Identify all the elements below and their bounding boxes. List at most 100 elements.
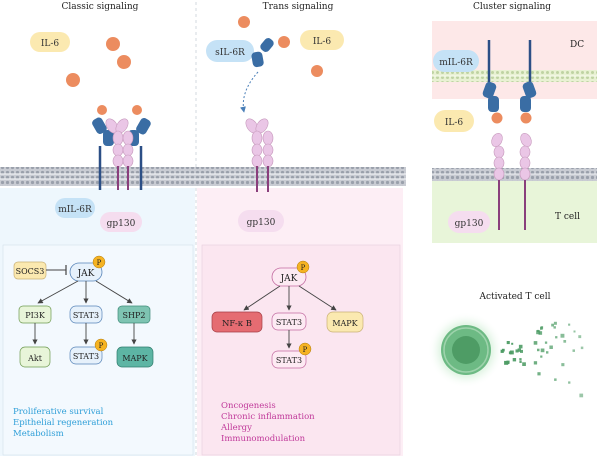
t-cell-label: T cell — [555, 212, 580, 222]
akt-node — [19, 346, 51, 368]
cytokine-particle — [511, 342, 514, 345]
cytokine-spray — [500, 321, 584, 398]
effect-item: Allergy — [220, 423, 252, 433]
dc-membrane — [432, 70, 597, 82]
cytokine-particle — [522, 362, 526, 366]
il6-chip-classic: IL-6 — [30, 32, 70, 52]
cytokine-particle — [579, 393, 584, 398]
svg-text:mIL-6R: mIL-6R — [58, 205, 92, 215]
cytokine-particle — [568, 381, 571, 384]
il6-molecule — [106, 37, 120, 51]
svg-text:P: P — [99, 342, 104, 350]
effect-item: Chronic inflammation — [221, 412, 315, 422]
activated-t-cell — [428, 312, 504, 388]
effect-item: Oncogenesis — [221, 401, 276, 411]
effect-item: Metabolism — [13, 429, 64, 439]
phospho-badge — [94, 338, 108, 352]
svg-text:MAPK: MAPK — [122, 354, 148, 363]
mapk-node-trans — [326, 311, 364, 333]
svg-text:sIL-6R: sIL-6R — [215, 48, 245, 58]
svg-text:P: P — [303, 346, 308, 354]
cytokine-particle — [519, 360, 522, 363]
svg-text:P: P — [301, 264, 306, 272]
il6-molecule — [117, 55, 131, 69]
svg-text:PI3K: PI3K — [25, 311, 46, 320]
cytokine-particle — [572, 349, 575, 352]
nfkb-node — [211, 311, 263, 333]
svg-text:STAT3: STAT3 — [73, 311, 99, 320]
cytokine-particle — [508, 351, 512, 355]
cytokine-particle — [546, 351, 549, 354]
cytokine-particle — [551, 323, 554, 327]
cytokine-particle — [568, 323, 571, 326]
phospho-badge — [298, 342, 312, 356]
cytokine-particle — [509, 350, 514, 355]
svg-text:gp130: gp130 — [107, 219, 136, 229]
classic-pathway: SOCS3 JAK P PI3K STAT3 SHP2 Akt STAT3 P … — [13, 255, 154, 368]
il6-chip-cluster: IL-6 — [434, 110, 474, 132]
cytokine-particle — [544, 341, 548, 344]
classic-receptor-complex — [92, 105, 151, 190]
svg-text:STAT3: STAT3 — [73, 352, 99, 361]
il6-molecule — [66, 73, 80, 87]
activated-t-cell-label: Activated T cell — [478, 292, 550, 302]
cytokine-particle — [553, 326, 556, 329]
cytokine-particle — [518, 344, 523, 349]
svg-text:gp130: gp130 — [455, 219, 484, 229]
gp130-chip-trans: gp130 — [238, 210, 284, 232]
cytokine-particle — [554, 378, 557, 381]
gp130-chip-classic: gp130 — [100, 212, 142, 232]
cytokine-particle — [520, 349, 523, 353]
il6-molecule — [238, 16, 250, 28]
cytokine-particle — [506, 361, 509, 365]
phospho-badge — [92, 255, 106, 269]
cytokine-particle — [560, 333, 565, 338]
svg-text:gp130: gp130 — [247, 218, 276, 228]
cytokine-particle — [580, 346, 584, 350]
cytokine-particle — [517, 348, 521, 352]
gp130-chip-cluster: gp130 — [448, 211, 490, 233]
cytokine-particle — [519, 358, 522, 361]
trans-title: Trans signaling — [263, 2, 334, 12]
sil6r-chip: sIL-6R — [206, 40, 254, 62]
stat3-p-node-classic — [69, 346, 103, 365]
classic-effects: Proliferative survival Epithelial regene… — [13, 407, 114, 439]
cytokine-particle — [500, 349, 504, 353]
svg-text:IL-6: IL-6 — [313, 37, 332, 47]
cytokine-particle — [504, 360, 508, 365]
mapk-node-classic — [116, 346, 154, 368]
t-cell-box — [432, 177, 597, 243]
svg-text:MAPK: MAPK — [332, 319, 358, 328]
cytokine-particle — [553, 321, 557, 325]
svg-text:P: P — [97, 259, 102, 267]
cytokine-particle — [549, 345, 553, 349]
jak-label-classic: JAK — [77, 269, 95, 279]
soluble-receptor-shape — [251, 38, 274, 68]
cytokine-particle — [538, 331, 543, 335]
svg-text:STAT3: STAT3 — [276, 356, 302, 365]
cytokine-particle — [537, 372, 541, 376]
t-cell-membrane — [432, 168, 597, 181]
effect-item: Epithelial regeneration — [13, 418, 114, 428]
mil6r-chip-classic: mIL-6R — [55, 198, 95, 218]
cytokine-particle — [533, 361, 538, 365]
cytokine-particle — [555, 336, 558, 339]
svg-text:IL-6: IL-6 — [41, 39, 60, 49]
classic-title: Classic signaling — [62, 2, 139, 12]
phospho-badge — [296, 260, 310, 274]
cytokine-particle — [578, 335, 582, 339]
cytokine-particle — [537, 348, 540, 352]
cytokine-particle — [515, 349, 519, 353]
cytokine-particle — [561, 363, 565, 367]
cytokine-particle — [536, 330, 541, 335]
mil6r-chip-cluster: mIL-6R — [433, 50, 479, 72]
socs3-node — [13, 261, 47, 280]
effect-item: Immunomodulation — [221, 434, 306, 444]
il6-molecule — [278, 36, 290, 48]
cytokine-particle — [540, 348, 545, 353]
effect-item: Proliferative survival — [13, 407, 104, 417]
cytokine-particle — [506, 341, 510, 345]
svg-text:JAK: JAK — [280, 274, 298, 284]
cytokine-particle — [540, 327, 543, 330]
